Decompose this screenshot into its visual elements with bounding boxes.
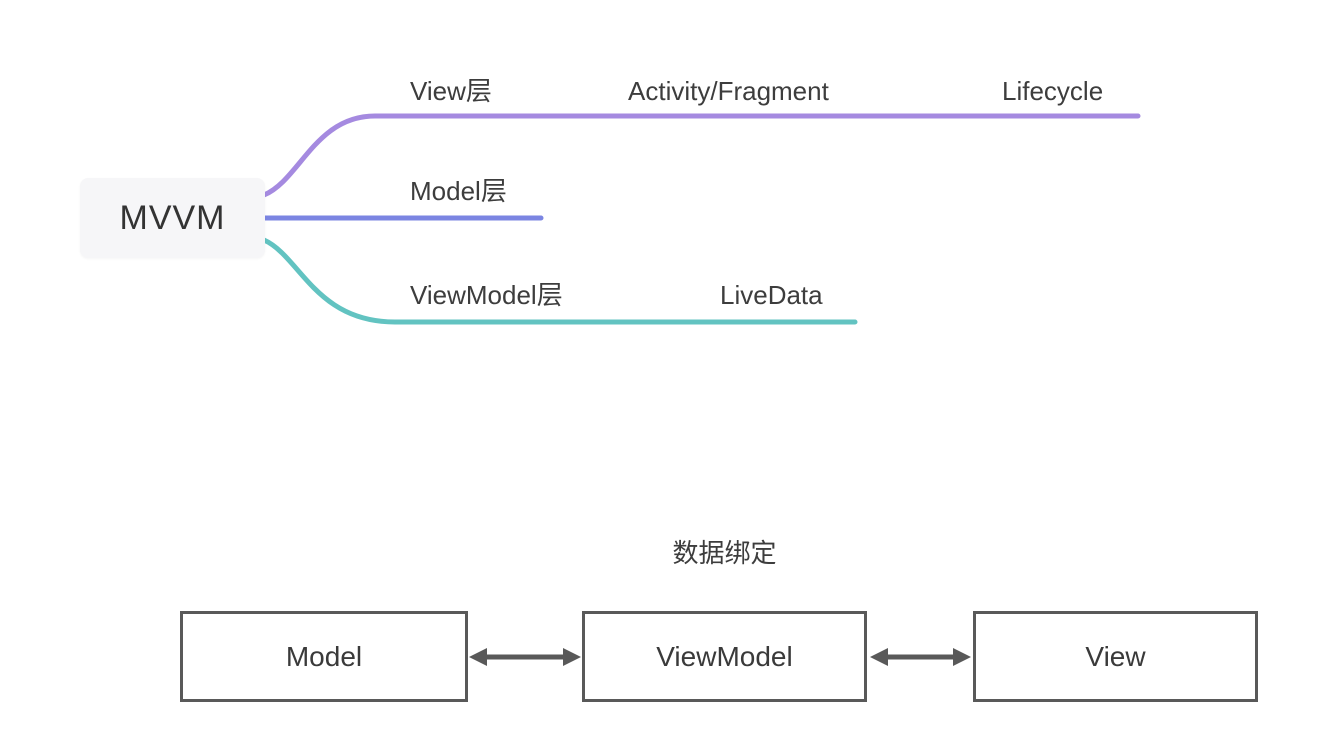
arrow-model-viewmodel (469, 648, 581, 666)
arrow-head-right (563, 648, 581, 666)
flow-box-label: Model (285, 640, 363, 672)
flow-box-viewmodel: ViewModel (582, 611, 867, 702)
flow-box-label: View (1085, 640, 1146, 672)
child-label-livedata: LiveData (720, 280, 823, 310)
branch-label-model: Model层 (410, 176, 507, 206)
branch-label-view: View层 (410, 76, 492, 106)
child-label-lifecycle: Lifecycle (1002, 76, 1104, 106)
flow-box-label: ViewModel (656, 640, 793, 672)
arrow-head-left (469, 648, 487, 666)
mindmap-root-label: MVVM (119, 198, 226, 237)
branch-line-viewmodel (261, 237, 858, 325)
flow-box-model: Model (180, 611, 468, 702)
arrow-viewmodel-view (870, 648, 971, 666)
arrow-head-right (953, 648, 971, 666)
flow-title: 数据绑定 (672, 538, 777, 568)
mindmap-root-node: MVVM (80, 178, 265, 258)
flow-box-view: View (973, 611, 1258, 702)
branch-label-viewmodel: ViewModel层 (410, 280, 563, 310)
child-label-activity-fragment: Activity/Fragment (628, 76, 829, 106)
branch-line-view (261, 113, 1141, 198)
arrow-head-left (870, 648, 888, 666)
